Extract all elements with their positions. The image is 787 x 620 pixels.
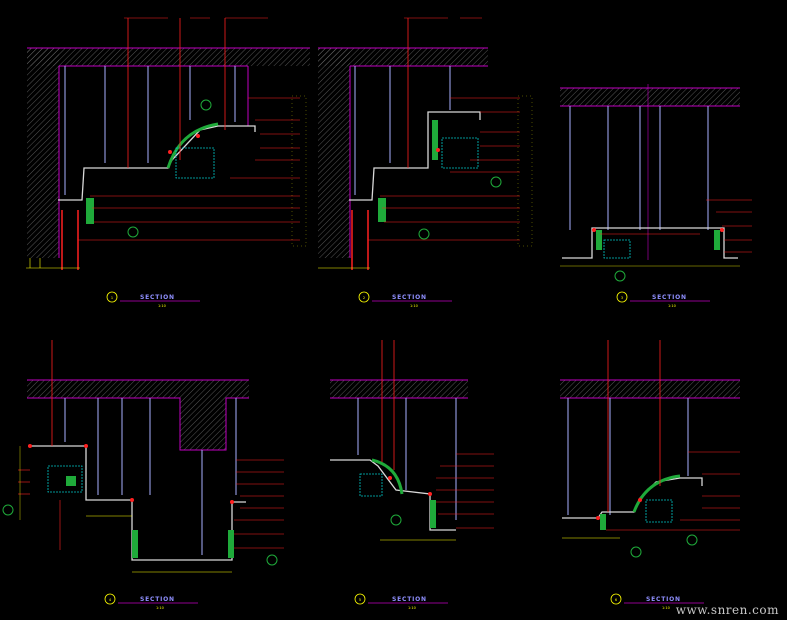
section-4-title: SECTION (140, 596, 175, 603)
section-6-title-block: 6 SECTION 1:10 (610, 593, 704, 610)
section-4-scale: 1:10 (156, 606, 164, 610)
section-5-title: SECTION (392, 596, 427, 603)
section-5-scale: 1:10 (408, 606, 416, 610)
section-4-drawing (2, 340, 284, 573)
section-2-drawing (318, 17, 533, 270)
section-3-drawing (560, 84, 752, 282)
section-2-title: SECTION (392, 294, 427, 301)
section-2-title-block: 2 SECTION 1:10 (358, 291, 452, 308)
section-3-title-block: 3 SECTION 1:10 (616, 291, 710, 308)
section-2-scale: 1:10 (410, 304, 418, 308)
section-3-scale: 1:10 (668, 304, 676, 308)
section-6-title: SECTION (646, 596, 681, 603)
section-2-marker: 2 (363, 296, 365, 300)
section-1-title: SECTION (140, 294, 175, 301)
section-1-title-block: 1 SECTION 1:10 (106, 291, 200, 308)
wall-hatch (27, 48, 59, 258)
section-4-marker: 4 (109, 598, 112, 602)
section-1-scale: 1:10 (158, 304, 166, 308)
section-5-marker: 5 (359, 598, 361, 602)
section-5-drawing (330, 340, 494, 541)
section-6-drawing (560, 340, 740, 558)
section-6-scale: 1:10 (662, 606, 670, 610)
section-1-marker: 1 (111, 296, 113, 300)
section-6-marker: 6 (615, 598, 617, 602)
section-1-drawing (26, 17, 310, 270)
section-3-title: SECTION (652, 294, 687, 301)
slab-hatch (27, 48, 310, 66)
section-3-marker: 3 (621, 296, 623, 300)
section-4-title-block: 4 SECTION 1:10 (104, 593, 198, 610)
section-5-title-block: 5 SECTION 1:10 (354, 593, 448, 610)
watermark: www.snren.com (675, 603, 779, 617)
